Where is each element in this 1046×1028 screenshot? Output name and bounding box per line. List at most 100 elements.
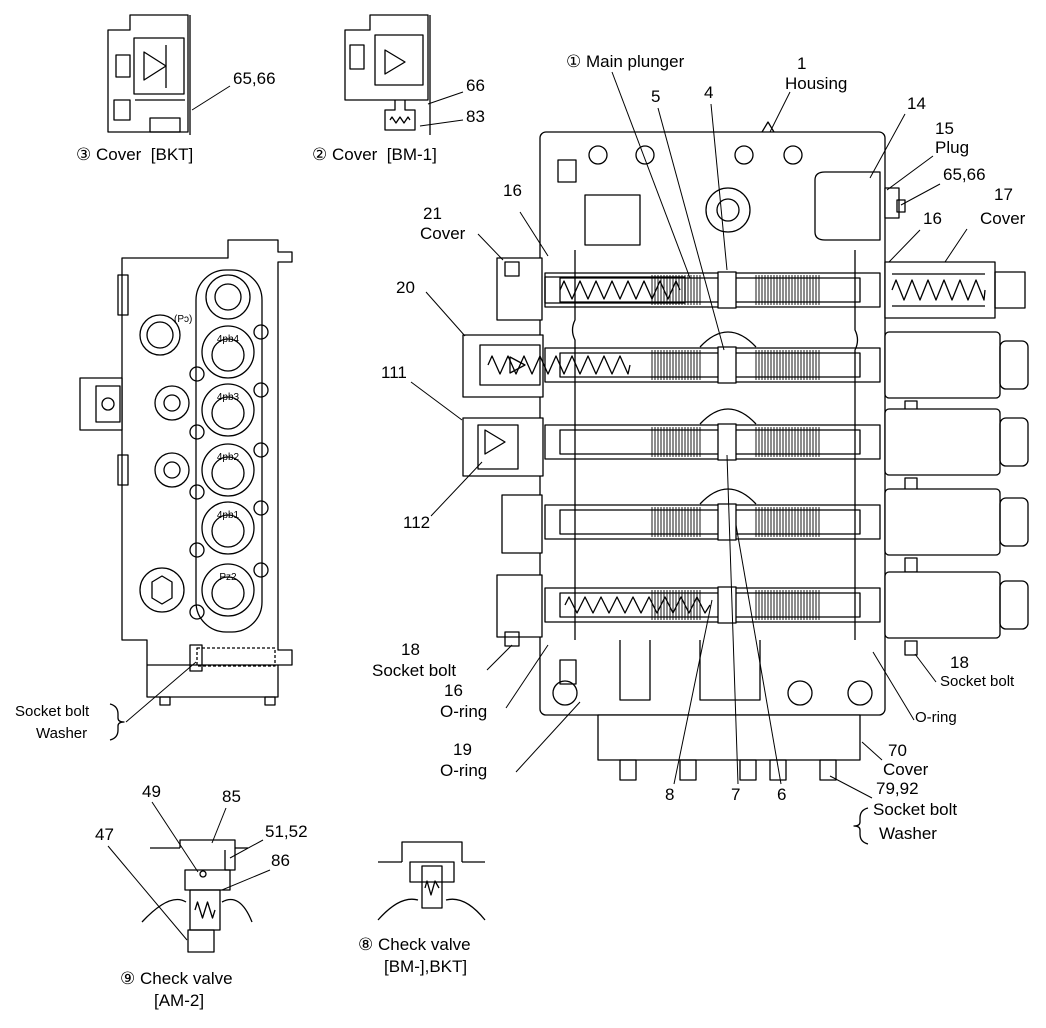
center-land xyxy=(717,271,737,309)
cover-bm1-caption: ② Cover [BM-1] xyxy=(312,145,437,164)
spool-bore xyxy=(544,504,881,540)
port-4pb3-bolt-left xyxy=(189,424,205,440)
spool-land-grooves-left xyxy=(651,427,701,457)
cover-bkt-caption: ③ Cover [BKT] xyxy=(76,145,193,164)
socket-bolt-18 xyxy=(504,631,520,647)
socket-bolt-79 xyxy=(679,759,697,781)
pilot-cover xyxy=(884,408,1001,476)
cover-70 xyxy=(597,714,861,761)
port-4pb2-bolt-right xyxy=(253,442,269,458)
pilot-cover-cap xyxy=(999,417,1029,467)
port-4pb1-bolt-right xyxy=(253,500,269,516)
locating-pin-bottom xyxy=(559,659,577,685)
leader-21-cover xyxy=(477,233,504,261)
port-4pb3-outer xyxy=(201,383,255,437)
spool-row-2 xyxy=(462,331,1029,416)
bore-arc-left xyxy=(377,898,419,921)
leader-85 xyxy=(211,807,227,844)
locating-pin-top xyxy=(557,159,577,183)
socket-bolt-right xyxy=(904,640,918,656)
relief-poppet-112 xyxy=(484,429,506,455)
lower-boss xyxy=(113,99,131,121)
port-label-4pb1: 4pb1 xyxy=(217,510,240,521)
part-19-label: 19 xyxy=(453,740,472,759)
part-65-66-label: 65,66 xyxy=(943,165,986,184)
plug-cover xyxy=(501,494,543,554)
part-79-92-label: 79,92 xyxy=(876,779,919,798)
housing-number: 1 xyxy=(797,54,806,73)
leader-16-top-right xyxy=(888,229,921,263)
leader-65-66 xyxy=(900,183,941,206)
bore-arc-right xyxy=(221,898,253,923)
leader-housing xyxy=(769,91,791,133)
part-4-label: 4 xyxy=(704,83,713,102)
poppet-cone xyxy=(384,49,406,75)
leader-112 xyxy=(430,461,483,517)
port-label-4pb3: 4pb3 xyxy=(217,392,240,403)
leader-5 xyxy=(657,107,725,351)
port-4pb2-bolt-left xyxy=(189,484,205,500)
leader-19 xyxy=(515,701,581,773)
part-18-left-label: 18 xyxy=(401,640,420,659)
part-14-label: 14 xyxy=(907,94,926,113)
spool-bore-boss-inner xyxy=(716,198,740,222)
center-land xyxy=(717,423,737,461)
side-boss-upper xyxy=(117,274,129,316)
spool-land-grooves-right xyxy=(755,507,820,537)
side-port-boss xyxy=(79,377,123,431)
leader-17-cover xyxy=(944,228,968,263)
passage-right xyxy=(854,250,859,640)
port-label-4pb2: 4pb2 xyxy=(217,452,240,463)
leader-49 xyxy=(151,801,199,873)
side-washer-label: Washer xyxy=(36,725,87,742)
part-51-52-label: 51,52 xyxy=(265,822,308,841)
bottom-hole-center xyxy=(787,680,813,706)
orifice-49 xyxy=(199,870,207,878)
part-15-label: 15 xyxy=(935,119,954,138)
socket-bolt-left-label: Socket bolt xyxy=(372,661,456,680)
main-plunger-spool xyxy=(559,592,861,618)
bore-arc-left xyxy=(141,898,187,923)
port-face xyxy=(195,269,263,633)
cover-body xyxy=(107,14,189,133)
leader-79-92 xyxy=(829,775,873,799)
leader-51-52 xyxy=(229,839,264,859)
socket-bolt-head xyxy=(189,644,203,672)
socket-bolt-79 xyxy=(739,759,757,781)
callout-66-bm1: 66 xyxy=(466,76,485,95)
housing-label: Housing xyxy=(785,74,847,93)
side-port-hole xyxy=(101,397,115,411)
spool-land-grooves-left xyxy=(651,590,701,620)
check-valve-cap xyxy=(401,841,463,862)
socket-bolt-hidden xyxy=(196,647,276,667)
spool-bore xyxy=(544,347,881,383)
return-spring xyxy=(564,596,711,614)
part-5-label: 5 xyxy=(651,87,660,106)
washer-brace-right xyxy=(853,807,869,845)
part-16-top-left-label: 16 xyxy=(503,181,522,200)
port-4pb2-inner xyxy=(211,456,245,490)
port-pz2-inner xyxy=(211,576,245,610)
cover-17-label: Cover xyxy=(980,209,1026,228)
pilot-cover-cap xyxy=(999,580,1029,630)
port-top-inner xyxy=(214,283,242,311)
foot-left xyxy=(159,696,171,706)
cover-17-spring xyxy=(891,279,986,301)
pilot-cover xyxy=(884,488,1001,556)
foot-right xyxy=(264,696,276,706)
port-boss xyxy=(115,54,131,78)
part-7-label: 7 xyxy=(731,785,740,804)
main-plunger-spool xyxy=(559,429,861,455)
part-70-label: 70 xyxy=(888,741,907,760)
leader-14 xyxy=(869,113,906,179)
part-112-label: 112 xyxy=(403,513,430,532)
part-17-label: 17 xyxy=(994,185,1013,204)
passage-left xyxy=(571,250,576,640)
leader-18-right xyxy=(914,653,937,683)
mounting-hole xyxy=(783,145,803,165)
port-label-po: (Pɔ) xyxy=(174,314,192,325)
port-4pb4-bolt-right xyxy=(253,324,269,340)
leader-66-bm1 xyxy=(427,91,464,105)
side-plug-large xyxy=(139,567,185,613)
leader-111 xyxy=(410,381,463,421)
